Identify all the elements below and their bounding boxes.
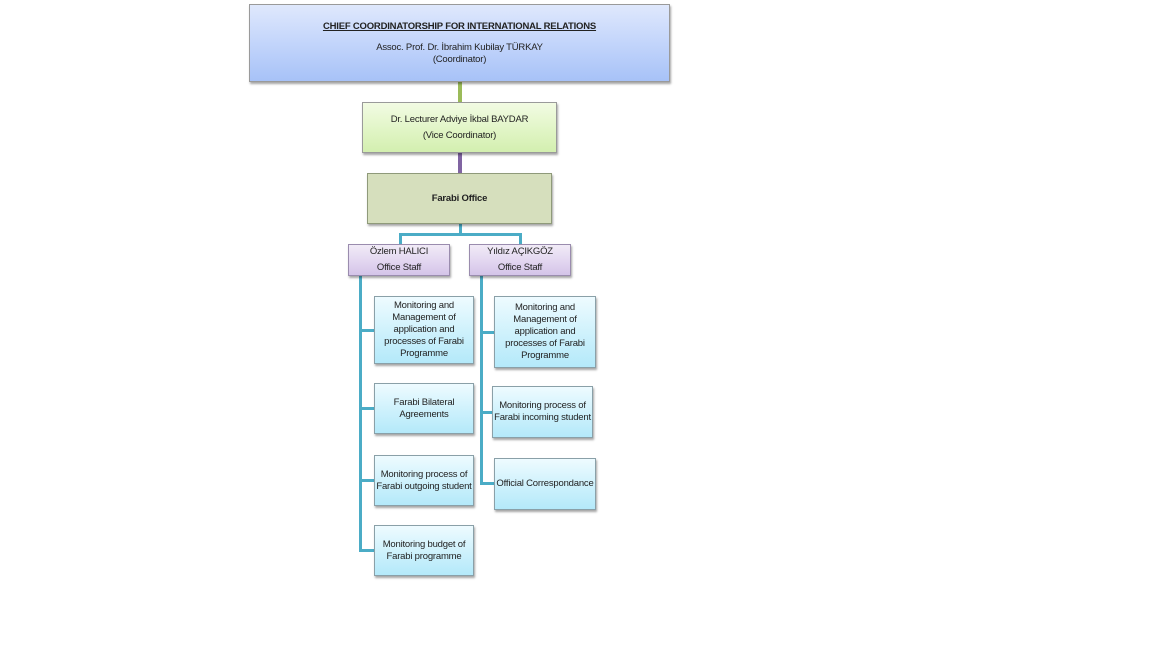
task-node: Official Correspondance bbox=[494, 458, 596, 510]
connector-to-staff-2 bbox=[519, 233, 522, 244]
task-label: Monitoring and Management of application… bbox=[384, 300, 464, 359]
staff-2-branch-3 bbox=[480, 482, 494, 485]
connector-to-staff-1 bbox=[399, 233, 402, 244]
coordinator-title: CHIEF COORDINATORSHIP FOR INTERNATIONAL … bbox=[322, 20, 597, 32]
staff-1-branch-3 bbox=[359, 479, 374, 482]
coordinator-role: (Coordinator) bbox=[432, 53, 487, 65]
connector-vice-office bbox=[458, 153, 462, 173]
vice-coordinator-role: (Vice Coordinator) bbox=[422, 129, 497, 141]
staff-2-branch-1 bbox=[480, 331, 494, 334]
task-label: Monitoring and Management of application… bbox=[505, 302, 585, 361]
vice-coordinator-node: Dr. Lecturer Adviye İkbal BAYDAR (Vice C… bbox=[362, 102, 557, 153]
task-node: Monitoring budget of Farabi programme bbox=[374, 525, 474, 576]
staff-node-1: Özlem HALICI Office Staff bbox=[348, 244, 450, 276]
task-node: Monitoring process of Farabi outgoing st… bbox=[374, 455, 474, 506]
task-label: Monitoring process of Farabi incoming st… bbox=[494, 400, 591, 423]
staff-2-name: Yıldız AÇIKGÖZ bbox=[487, 246, 553, 257]
staff-1-role: Office Staff bbox=[376, 262, 422, 273]
task-label: Farabi Bilateral Agreements bbox=[393, 396, 455, 420]
staff-2-branch-2 bbox=[480, 411, 492, 414]
task-label: Monitoring process of Farabi outgoing st… bbox=[376, 468, 472, 492]
staff-1-branch-4 bbox=[359, 549, 374, 552]
connector-staff-horizontal bbox=[399, 233, 522, 236]
staff-node-2: Yıldız AÇIKGÖZ Office Staff bbox=[469, 244, 571, 276]
task-node: Monitoring process of Farabi incoming st… bbox=[492, 386, 593, 438]
connector-office-down bbox=[459, 224, 462, 236]
task-node: Farabi Bilateral Agreements bbox=[374, 383, 474, 434]
farabi-office-node: Farabi Office bbox=[367, 173, 552, 224]
task-label: Official Correspondance bbox=[496, 478, 594, 489]
staff-1-branch-2 bbox=[359, 407, 374, 410]
task-label: Monitoring budget of Farabi programme bbox=[382, 538, 466, 562]
staff-1-branch-1 bbox=[359, 329, 374, 332]
staff-2-role: Office Staff bbox=[497, 262, 543, 273]
staff-2-spine bbox=[480, 276, 483, 485]
staff-1-spine bbox=[359, 276, 362, 551]
coordinator-node: CHIEF COORDINATORSHIP FOR INTERNATIONAL … bbox=[249, 4, 670, 82]
staff-1-name: Özlem HALICI bbox=[369, 246, 429, 257]
vice-coordinator-name: Dr. Lecturer Adviye İkbal BAYDAR bbox=[390, 113, 529, 125]
connector-coordinator-vice bbox=[458, 82, 462, 102]
task-node: Monitoring and Management of application… bbox=[494, 296, 596, 368]
coordinator-name: Assoc. Prof. Dr. İbrahim Kubilay TÜRKAY bbox=[376, 41, 543, 53]
farabi-office-label: Farabi Office bbox=[431, 192, 488, 204]
task-node: Monitoring and Management of application… bbox=[374, 296, 474, 364]
